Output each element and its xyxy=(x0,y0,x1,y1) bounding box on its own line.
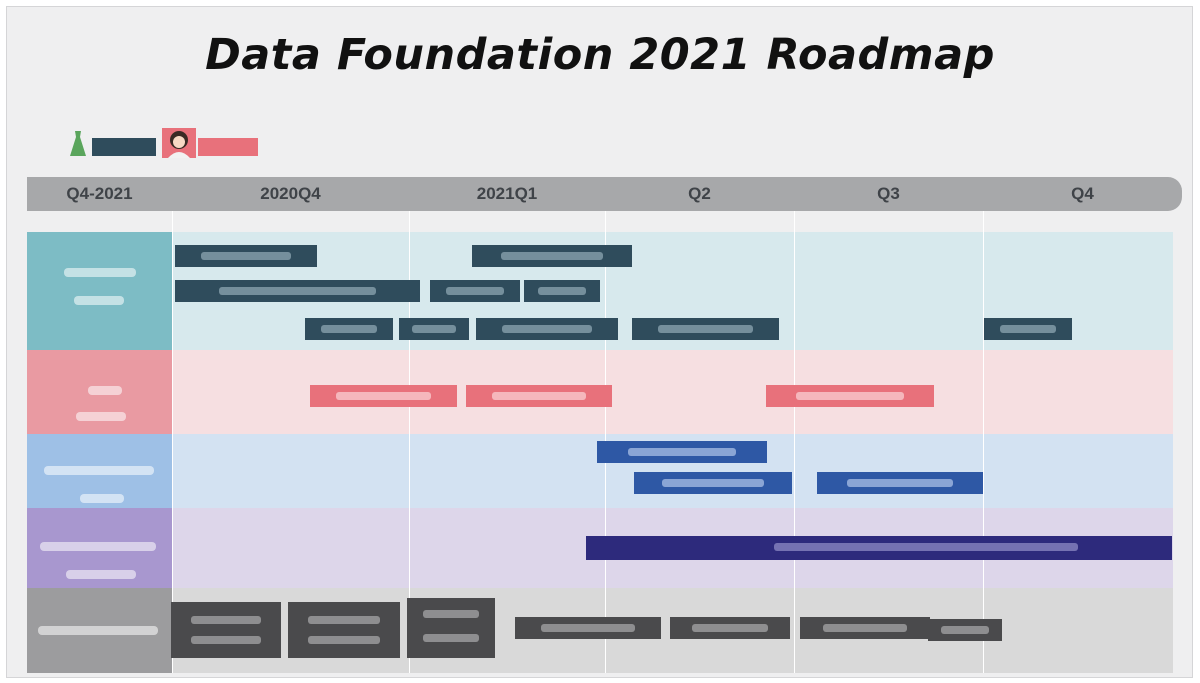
roadmap-bar xyxy=(472,245,632,267)
grid-line xyxy=(794,211,795,673)
roadmap-bar xyxy=(288,602,400,658)
roadmap-bar xyxy=(524,280,600,302)
roadmap-bar xyxy=(766,385,934,407)
lane-label-blur xyxy=(40,542,156,551)
lane-label-blur xyxy=(64,268,136,277)
grid-line xyxy=(172,211,173,673)
roadmap-bar xyxy=(984,318,1072,340)
dress-icon xyxy=(70,131,86,156)
header-row-label: Q4-2021 xyxy=(66,184,133,203)
legend-item-user xyxy=(162,128,258,159)
header-period: Q2 xyxy=(688,184,711,203)
roadmap-bar xyxy=(407,598,495,658)
lane-label-blur xyxy=(80,494,124,503)
roadmap-bar xyxy=(597,441,767,463)
roadmap-bar xyxy=(430,280,520,302)
roadmap-bar xyxy=(515,617,661,639)
header-period: 2020Q4 xyxy=(260,184,321,203)
roadmap-bar xyxy=(928,619,1002,641)
roadmap-bar xyxy=(310,385,457,407)
lane-label-blur xyxy=(66,570,136,579)
roadmap-bar xyxy=(817,472,983,494)
roadmap-bar xyxy=(175,245,317,267)
roadmap-bar xyxy=(670,617,790,639)
user-avatar-icon xyxy=(162,128,196,158)
roadmap-bar xyxy=(399,318,469,340)
lane-label-blur xyxy=(74,296,124,305)
roadmap-bar xyxy=(175,280,420,302)
lane-label-blur xyxy=(88,386,122,395)
legend-label xyxy=(92,138,156,156)
roadmap-bar xyxy=(171,602,281,658)
legend-label xyxy=(198,138,258,156)
grid-line xyxy=(409,211,410,673)
roadmap-bar xyxy=(466,385,612,407)
roadmap-bar xyxy=(305,318,393,340)
roadmap-bar xyxy=(632,318,779,340)
roadmap-bar xyxy=(634,472,792,494)
roadmap-bar xyxy=(800,617,930,639)
page-title: Data Foundation 2021 Roadmap xyxy=(205,30,995,80)
header-period: 2021Q1 xyxy=(476,184,538,203)
legend-item-product xyxy=(66,131,156,159)
timeline-header: Q4-2021 2020Q4 2021Q1 Q2 Q3 Q4 xyxy=(27,177,1182,211)
header-period: Q4 xyxy=(1071,184,1094,203)
roadmap-bar xyxy=(586,536,1172,560)
lane-label-blur xyxy=(44,466,154,475)
roadmap-bar xyxy=(476,318,618,340)
lane-label-blur xyxy=(76,412,126,421)
lane-label-blur xyxy=(38,626,158,635)
header-period: Q3 xyxy=(877,184,900,203)
grid-line xyxy=(983,211,984,673)
